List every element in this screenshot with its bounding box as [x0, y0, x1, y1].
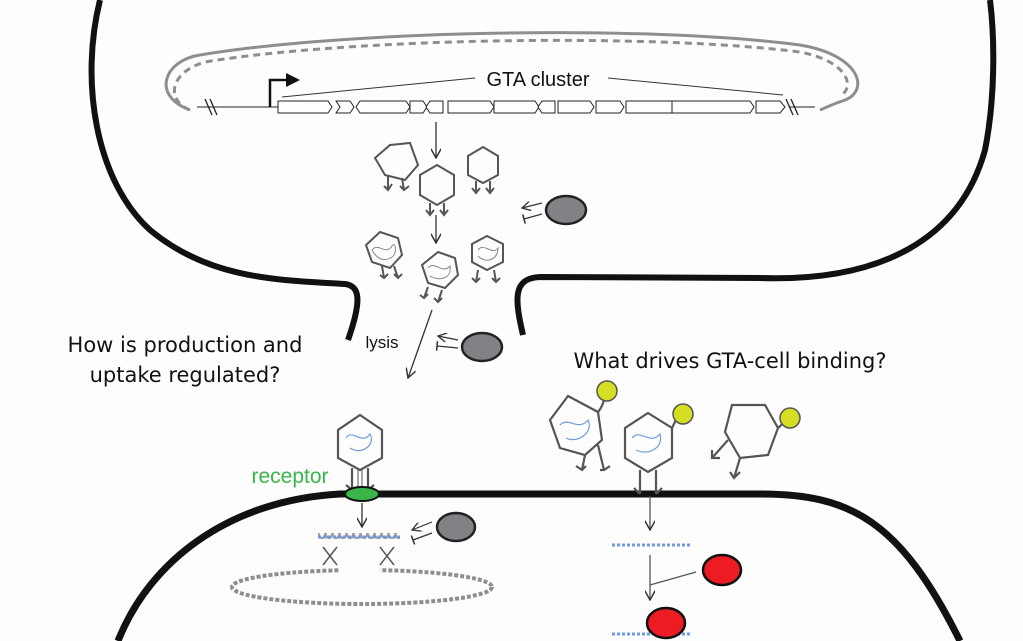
- donor-cell-membrane: [88, 0, 361, 341]
- chromosome-helix: [164, 31, 860, 112]
- regulator-oval: [544, 194, 588, 226]
- receptor-label: receptor: [251, 465, 328, 488]
- binding-factor-icon: [596, 380, 618, 402]
- binding-factor-icon: [779, 407, 801, 429]
- repressor-oval: [645, 606, 687, 640]
- regulator-oval: [435, 511, 477, 543]
- recipient-cell-membrane: [114, 490, 964, 641]
- binding-factor-icon: [672, 403, 694, 425]
- binding-capsids: [548, 391, 787, 495]
- receptor-icon: [344, 486, 380, 502]
- question-left: How is production and uptake regulated?: [60, 330, 310, 390]
- packaged-dna: [371, 244, 499, 280]
- gta-cluster-label: GTA cluster: [487, 69, 590, 91]
- gene-cluster: [197, 98, 815, 116]
- filled-capsids: [364, 230, 504, 304]
- question-left-line1: How is production and: [67, 333, 303, 357]
- empty-capsids: [373, 141, 499, 217]
- donor-cell-membrane-right: [514, 0, 997, 336]
- question-right: What drives GTA-cell binding?: [573, 349, 887, 373]
- repressor-oval: [701, 553, 743, 587]
- promoter-arrow-icon: [268, 78, 288, 107]
- crossover-icon: [322, 546, 395, 566]
- question-left-line2: uptake regulated?: [89, 363, 281, 387]
- bound-capsid: [336, 413, 384, 492]
- lysis-label: lysis: [365, 333, 398, 352]
- regulator-oval: [460, 331, 504, 363]
